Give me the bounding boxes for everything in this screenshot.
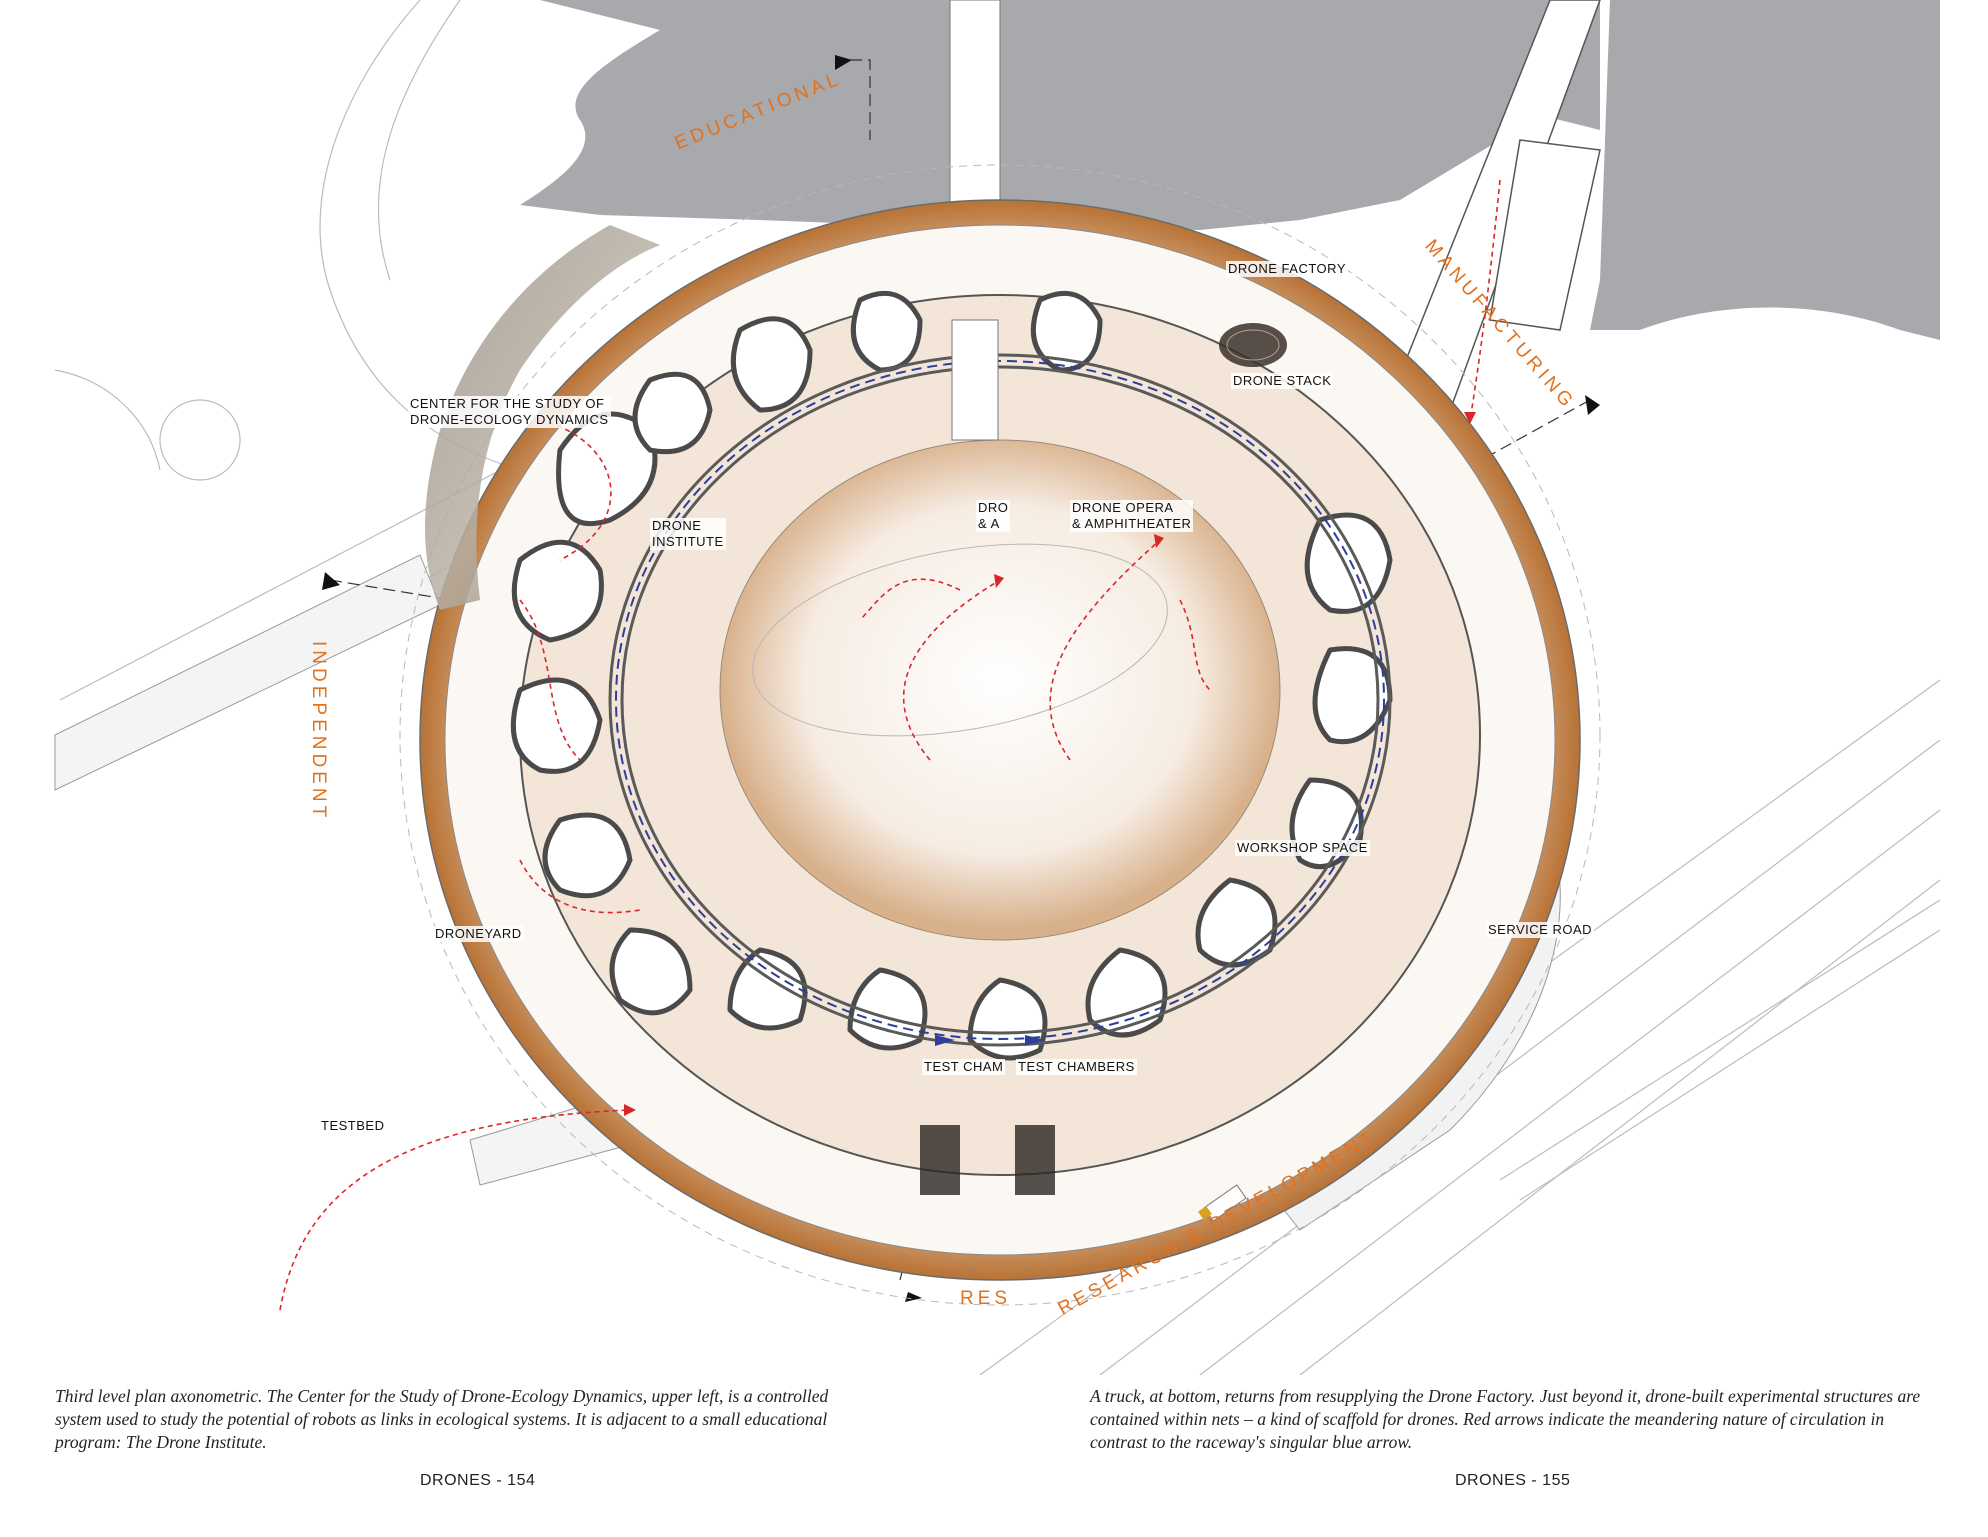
label-center-study: CENTER FOR THE STUDY OF DRONE-ECOLOGY DY… xyxy=(408,396,611,428)
label-drone-opera: DRONE OPERA & AMPHITHEATER xyxy=(1070,500,1194,532)
plan-axonometric-drawing xyxy=(54,0,1941,1375)
label-test-chambers-cut: TEST CHAM xyxy=(922,1059,1006,1075)
label-droneyard: DRONEYARD xyxy=(433,926,524,942)
north-corridor xyxy=(951,319,999,441)
outer-dashed-ring xyxy=(399,164,1601,1306)
module-pods xyxy=(510,290,1393,1061)
circulation-arrows xyxy=(279,179,1501,1311)
page-number-left: DRONES - 154 xyxy=(420,1472,536,1489)
terrain-right xyxy=(1590,0,1940,340)
zone-research-left: RES xyxy=(960,1288,1012,1309)
ramp-manufacturing xyxy=(1489,139,1601,331)
central-bowl xyxy=(719,439,1281,941)
zone-independent: INDEPENDENT xyxy=(308,641,329,822)
raceway xyxy=(608,353,1392,1047)
test-chamber-right xyxy=(1015,1125,1055,1195)
caption-right: A truck, at bottom, returns from resuppl… xyxy=(1090,1386,1921,1452)
raceway-arrowhead xyxy=(935,1035,955,1046)
label-service-road: SERVICE ROAD xyxy=(1486,922,1595,938)
caption-left: Third level plan axonometric. The Center… xyxy=(55,1386,829,1452)
label-drone-factory: DRONE FACTORY xyxy=(1226,261,1348,277)
label-drone-stack: DRONE STACK xyxy=(1231,373,1334,389)
circulation-arrowheads xyxy=(624,412,1476,1116)
label-drone-institute: DRONE INSTITUTE xyxy=(650,518,726,550)
page-number-right: DRONES - 155 xyxy=(1455,1472,1571,1489)
terrain-top xyxy=(990,0,1600,230)
label-test-chambers: TEST CHAMBERS xyxy=(1016,1059,1137,1075)
terrain-left xyxy=(520,0,980,225)
label-workshop-space: WORKSHOP SPACE xyxy=(1235,840,1370,856)
section-markers xyxy=(322,55,1600,1302)
label-drone-opera-cut: DRO & A xyxy=(976,500,1011,532)
label-testbed: TESTBED xyxy=(319,1118,387,1134)
raceway-blue-arrow xyxy=(615,360,1385,1040)
test-chamber-left xyxy=(920,1125,960,1195)
